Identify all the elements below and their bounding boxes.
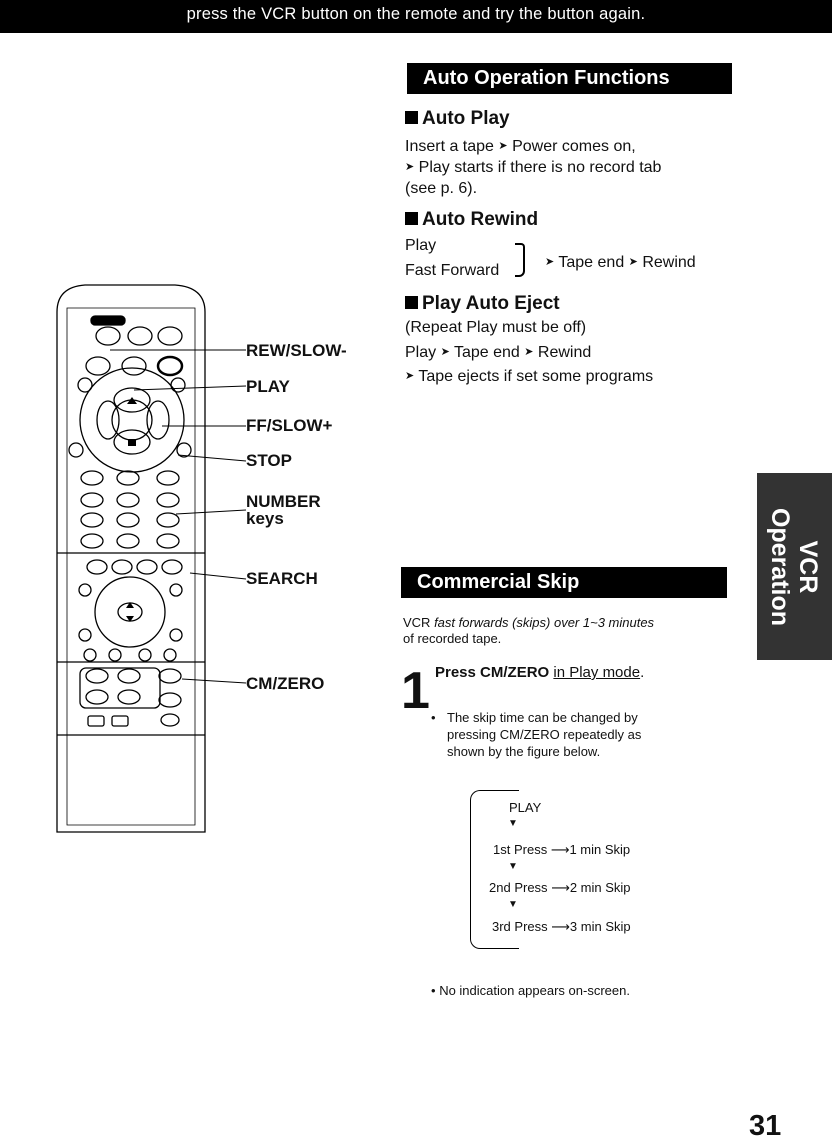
commercial-skip-header: Commercial Skip — [401, 567, 727, 598]
remote-control-illustration — [56, 284, 247, 833]
commercial-description: VCR fast forwards (skips) over 1~3 minut… — [403, 615, 655, 630]
arrow-down-icon: ▼ — [508, 899, 518, 910]
arrow-right-icon: ➤ — [405, 370, 415, 382]
figure-row-2: 2nd Press ⟶2 min Skip — [489, 880, 631, 895]
skip-time-bullet: • The skip time can be changed by pressi… — [431, 710, 642, 759]
eject-line-3: ➤ Tape ejects if set some programs — [405, 368, 654, 385]
bracket-icon — [515, 243, 525, 277]
arrow-down-icon: ▼ — [508, 861, 518, 872]
auto-rewind-play: Play — [405, 237, 437, 254]
page-number: 31 — [749, 1110, 782, 1142]
eject-line-1: (Repeat Play must be off) — [405, 319, 587, 336]
eject-line-2: Play ➤ Tape end ➤ Rewind — [405, 344, 592, 361]
auto-play-line-2: ➤ Play starts if there is no record tab — [405, 159, 662, 176]
figure-row-1: 1st Press ⟶1 min Skip — [493, 842, 631, 857]
remote-label-number: NUMBER — [246, 492, 321, 511]
arrow-right-icon: ⟶ — [551, 880, 570, 895]
remote-label-cm-zero: CM/ZERO — [246, 674, 325, 693]
arrow-right-icon: ➤ — [628, 256, 638, 268]
square-bullet-icon — [405, 296, 418, 309]
arrow-right-icon: ➤ — [405, 161, 415, 173]
top-banner: press the VCR button on the remote and t… — [0, 0, 832, 33]
skip-figure-bracket — [470, 790, 519, 949]
auto-play-line-1: Insert a tape ➤ Power comes on, — [405, 138, 636, 155]
remote-label-stop: STOP — [246, 451, 292, 470]
commercial-description-2: of recorded tape. — [403, 631, 502, 646]
arrow-right-icon: ➤ — [498, 140, 508, 152]
auto-play-title: Auto Play — [405, 108, 510, 130]
remote-label-search: SEARCH — [246, 569, 318, 588]
auto-rewind-title: Auto Rewind — [405, 209, 538, 231]
square-bullet-icon — [405, 212, 418, 225]
step-number: 1 — [401, 662, 430, 720]
arrow-down-icon: ▼ — [508, 818, 518, 829]
on-screen-note: • No indication appears on-screen. — [431, 983, 630, 998]
auto-play-line-3: (see p. 6). — [405, 180, 478, 197]
figure-row-3: 3rd Press ⟶3 min Skip — [492, 919, 631, 934]
auto-rewind-result: ➤ Tape end ➤ Rewind — [545, 254, 696, 271]
arrow-right-icon: ⟶ — [551, 919, 570, 934]
arrow-right-icon: ➤ — [524, 346, 534, 358]
bullet-dot-icon: • — [431, 983, 436, 998]
bullet-dot-icon: • — [431, 710, 436, 725]
remote-label-rew-slow: REW/SLOW- — [246, 341, 347, 360]
remote-label-ff-slow: FF/SLOW+ — [246, 416, 333, 435]
auto-operation-header: Auto Operation Functions — [407, 63, 732, 94]
square-bullet-icon — [405, 111, 418, 124]
remote-label-play: PLAY — [246, 377, 290, 396]
arrow-right-icon: ⟶ — [550, 842, 570, 857]
play-auto-eject-title: Play Auto Eject — [405, 293, 560, 315]
vcr-operation-tab: VCR Operation — [757, 473, 832, 660]
auto-rewind-fast-forward: Fast Forward — [405, 262, 500, 279]
arrow-right-icon: ➤ — [440, 346, 450, 358]
figure-play: PLAY — [509, 800, 542, 815]
remote-label-keys: keys — [246, 509, 284, 528]
step-instruction: Press CM/ZERO in Play mode. — [435, 664, 645, 681]
arrow-right-icon: ➤ — [545, 256, 555, 268]
